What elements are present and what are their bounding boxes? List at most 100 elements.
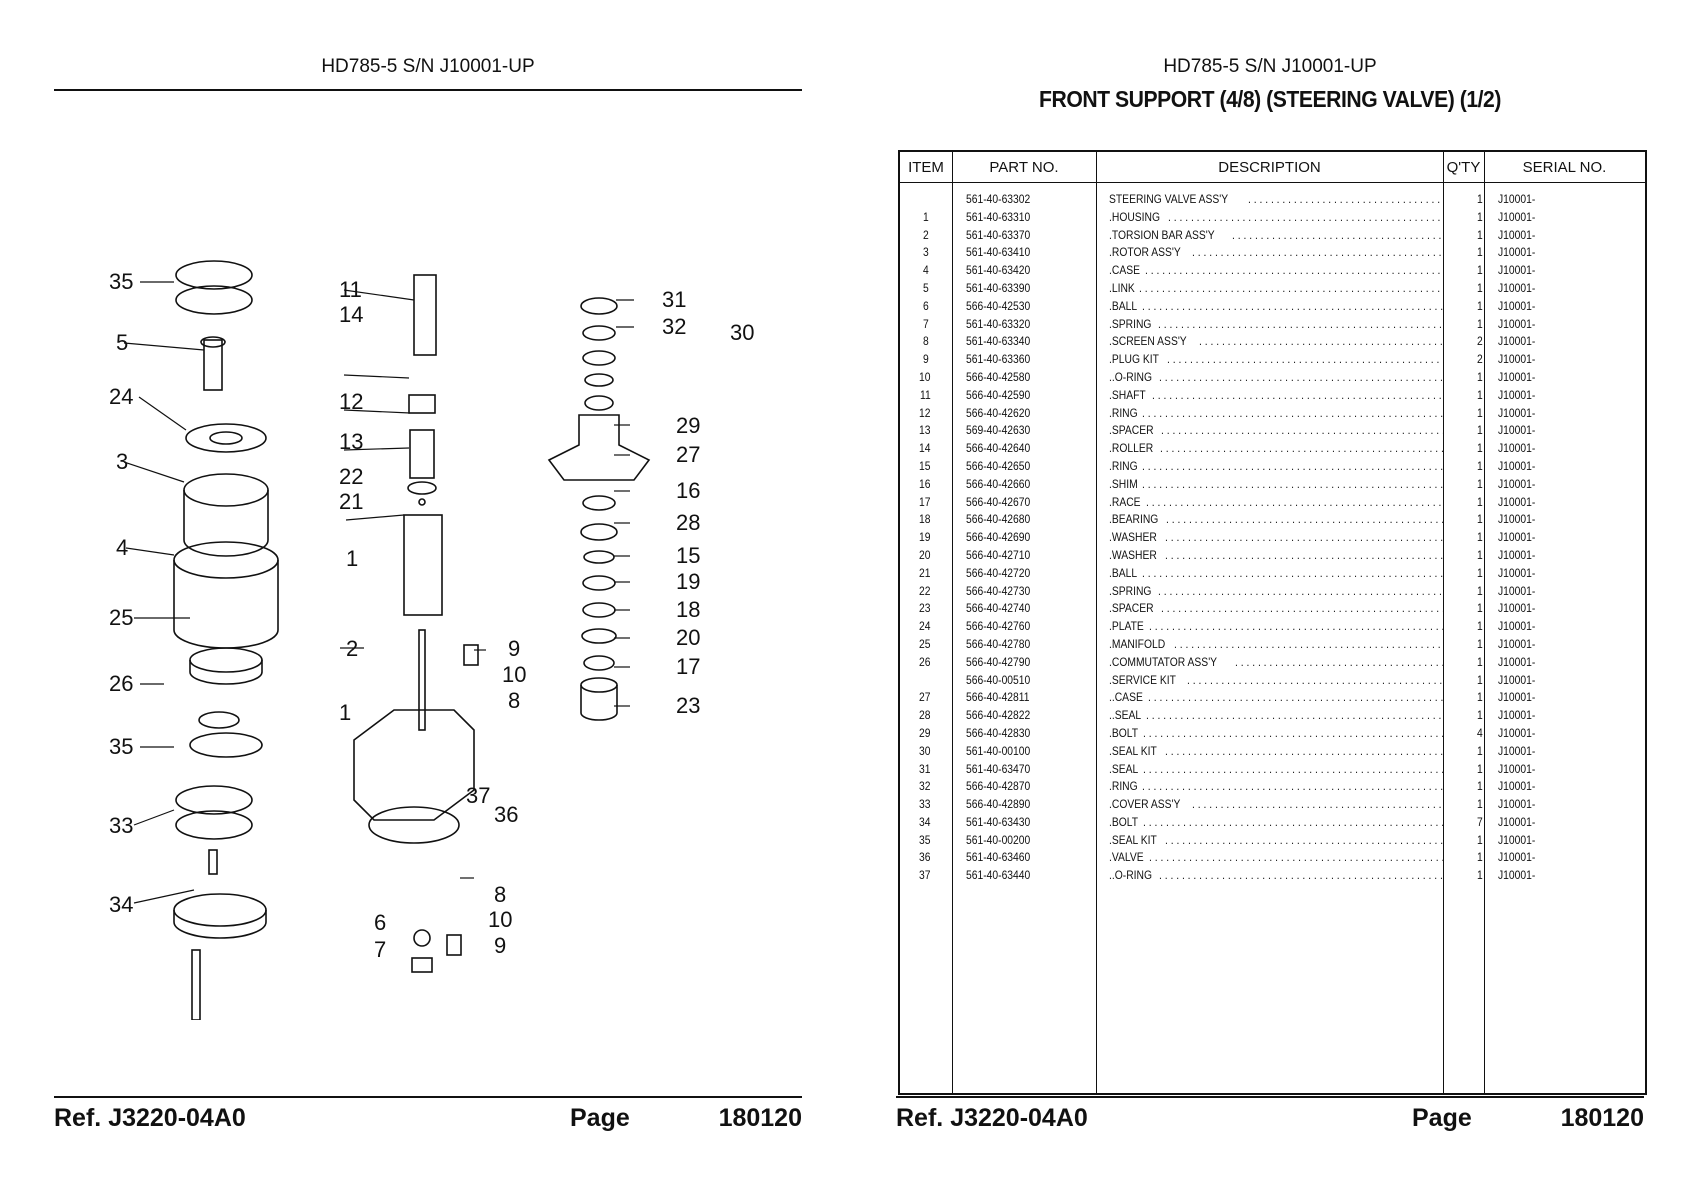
description-cell: .SPACER . . . . . . . . . . . . . . . . … [1109,423,1444,437]
part-number-cell: 566-40-42870 [966,779,1086,793]
part-31 [580,297,618,315]
item-cell-text: 29 [919,725,931,740]
description-cell-text: .CASE [1109,263,1140,278]
description-cell-text: .TORSION BAR ASS'Y [1109,227,1215,242]
quantity-cell: 1 [1446,744,1484,758]
part-number-cell-text: 566-40-42730 [966,583,1031,598]
item-cell: 13 [900,423,952,437]
part-number-cell: 566-40-42590 [966,388,1086,402]
leader-dots: . . . . . . . . . . . . . . . . . . . . … [1145,494,1444,509]
description-cell: .HOUSING . . . . . . . . . . . . . . . .… [1109,210,1444,224]
description-cell-text: .MANIFOLD [1109,636,1166,651]
part-number-cell-text: 566-40-42811 [966,690,1030,705]
part-number-cell-text: 566-40-42822 [966,708,1031,723]
part-34 [191,949,201,1020]
diagram-parts [173,260,651,1020]
footer-ref: Ref. J3220-04A0 [54,1104,246,1133]
description-cell-text: .BEARING [1109,512,1159,527]
quantity-cell-text: 1 [1477,263,1484,278]
part-number-cell: 561-40-00200 [966,833,1086,847]
part-number-cell: 566-40-42670 [966,495,1086,509]
part-17 [583,655,615,671]
serial-number-cell: J10001- [1498,566,1541,580]
item-cell-text: 36 [919,850,931,865]
serial-number-cell: J10001- [1498,762,1541,776]
callout-37: 37 [466,783,490,808]
item-cell-text: 24 [919,619,931,634]
quantity-cell: 1 [1446,619,1484,633]
callout-33: 33 [109,813,133,838]
description-cell: .BALL . . . . . . . . . . . . . . . . . … [1109,566,1444,580]
part-number-cell: 566-40-42620 [966,406,1086,420]
part-number-cell: 566-40-42830 [966,726,1086,740]
callout-4: 4 [116,535,128,560]
quantity-cell-text: 1 [1477,369,1484,384]
quantity-cell-text: 1 [1477,636,1484,651]
part-number-cell-text: 561-40-63370 [966,227,1031,242]
serial-number-cell-text: J10001- [1498,530,1536,545]
leader-dots: . . . . . . . . . . . . . . . . . . . . … [1231,227,1444,242]
quantity-cell: 1 [1446,548,1484,562]
quantity-cell: 1 [1446,762,1484,776]
serial-number-cell-text: J10001- [1498,797,1536,812]
footer-page: Page 180120 [570,1104,802,1133]
item-cell: 19 [900,530,952,544]
quantity-cell: 1 [1446,566,1484,580]
callout-7: 7 [374,937,386,962]
part-number-cell: 561-40-63470 [966,762,1086,776]
callout-1b: 1 [339,700,351,725]
leader-dots: . . . . . . . . . . . . . . . . . . . . … [1166,512,1444,527]
footer-rule [896,1096,1644,1098]
footer-page: Page 180120 [1412,1104,1644,1133]
description-cell: .MANIFOLD . . . . . . . . . . . . . . . … [1109,637,1444,651]
quantity-cell-text: 1 [1477,619,1484,634]
exploded-parts-diagram: 35 5 24 3 4 25 26 35 33 34 11 14 12 13 2… [109,260,754,1020]
leader-dots: . . . . . . . . . . . . . . . . . . . . … [1160,601,1444,616]
leader-dots: . . . . . . . . . . . . . . . . . . . . … [1146,708,1444,723]
description-cell-text: .BALL [1109,565,1138,580]
description-cell: .SEAL KIT . . . . . . . . . . . . . . . … [1109,833,1444,847]
leader-dots: . . . . . . . . . . . . . . . . . . . . … [1142,476,1444,491]
description-cell: .SPRING . . . . . . . . . . . . . . . . … [1109,317,1444,331]
item-cell: 21 [900,566,952,580]
column-header-item: ITEM [908,159,944,176]
part-number-cell: 561-40-63320 [966,317,1086,331]
serial-number-cell-text: J10001- [1498,601,1536,616]
item-cell-text: 9 [922,352,929,367]
description-cell-text: .SPRING [1109,583,1152,598]
description-cell: .SHIM . . . . . . . . . . . . . . . . . … [1109,477,1444,491]
part-number-cell-text: 561-40-63302 [966,192,1031,206]
quantity-cell-text: 1 [1477,245,1484,260]
leader-dots: . . . . . . . . . . . . . . . . . . . . … [1159,369,1444,384]
serial-number-cell-text: J10001- [1498,387,1536,402]
item-cell-text: 5 [922,280,929,295]
quantity-cell-text: 1 [1477,583,1484,598]
quantity-cell-text: 1 [1477,530,1484,545]
part-number-cell: 561-40-63360 [966,352,1086,366]
quantity-cell: 1 [1446,210,1484,224]
leader-dots: . . . . . . . . . . . . . . . . . . . . … [1164,547,1444,562]
description-cell: .ROLLER . . . . . . . . . . . . . . . . … [1109,441,1444,455]
part-number-cell: 566-40-42780 [966,637,1086,651]
item-cell-text: 27 [919,690,931,705]
quantity-cell-text: 7 [1477,814,1484,829]
serial-number-cell: J10001- [1498,548,1541,562]
item-cell-text: 23 [919,601,931,616]
callout-29: 29 [676,413,700,438]
part-number-cell-text: 566-40-42780 [966,636,1031,651]
column-divider [1443,152,1444,1093]
part-number-cell-text: 566-40-42790 [966,654,1031,669]
description-cell: .BALL . . . . . . . . . . . . . . . . . … [1109,299,1444,313]
serial-number-cell-text: J10001- [1498,476,1536,491]
serial-number-cell: J10001- [1498,406,1541,420]
item-cell: 22 [900,584,952,598]
serial-number-cell-text: J10001- [1498,850,1536,865]
leader-dots: . . . . . . . . . . . . . . . . . . . . … [1142,779,1444,794]
description-cell: .RING . . . . . . . . . . . . . . . . . … [1109,459,1444,473]
part-25 [189,660,263,685]
